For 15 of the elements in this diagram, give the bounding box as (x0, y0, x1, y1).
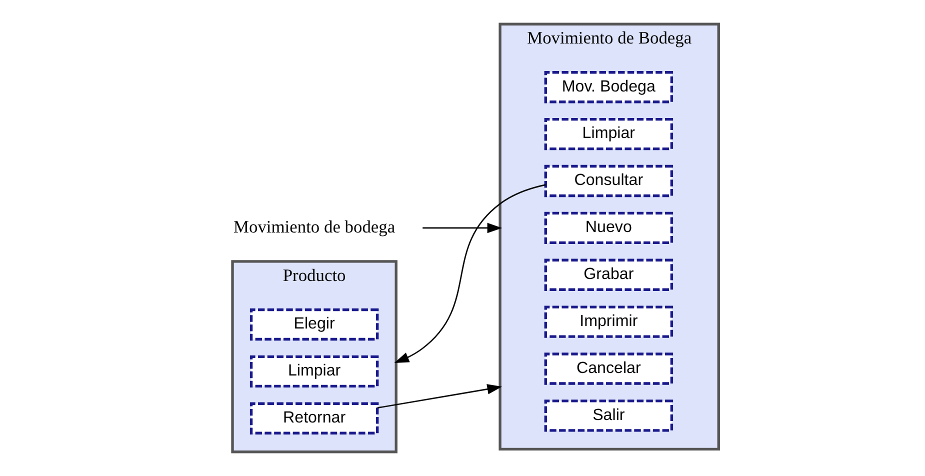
node-box: Salir (544, 400, 674, 432)
node-box: Cancelar (544, 352, 674, 385)
arrow (377, 384, 502, 408)
node-box: Elegir (250, 308, 379, 341)
node-box: Limpiar (544, 118, 674, 150)
node-box: Consultar (544, 164, 674, 198)
arrow (394, 184, 546, 364)
node-box: Nuevo (544, 212, 674, 244)
node-text: Movimiento de bodega (234, 216, 396, 236)
node-box: Retornar (250, 402, 379, 434)
node-box: Grabar (544, 258, 674, 291)
arrow (422, 222, 502, 234)
node-box: Mov. Bodega (544, 71, 674, 104)
node-box: Imprimir (544, 306, 674, 338)
node-box: Limpiar (250, 355, 379, 388)
